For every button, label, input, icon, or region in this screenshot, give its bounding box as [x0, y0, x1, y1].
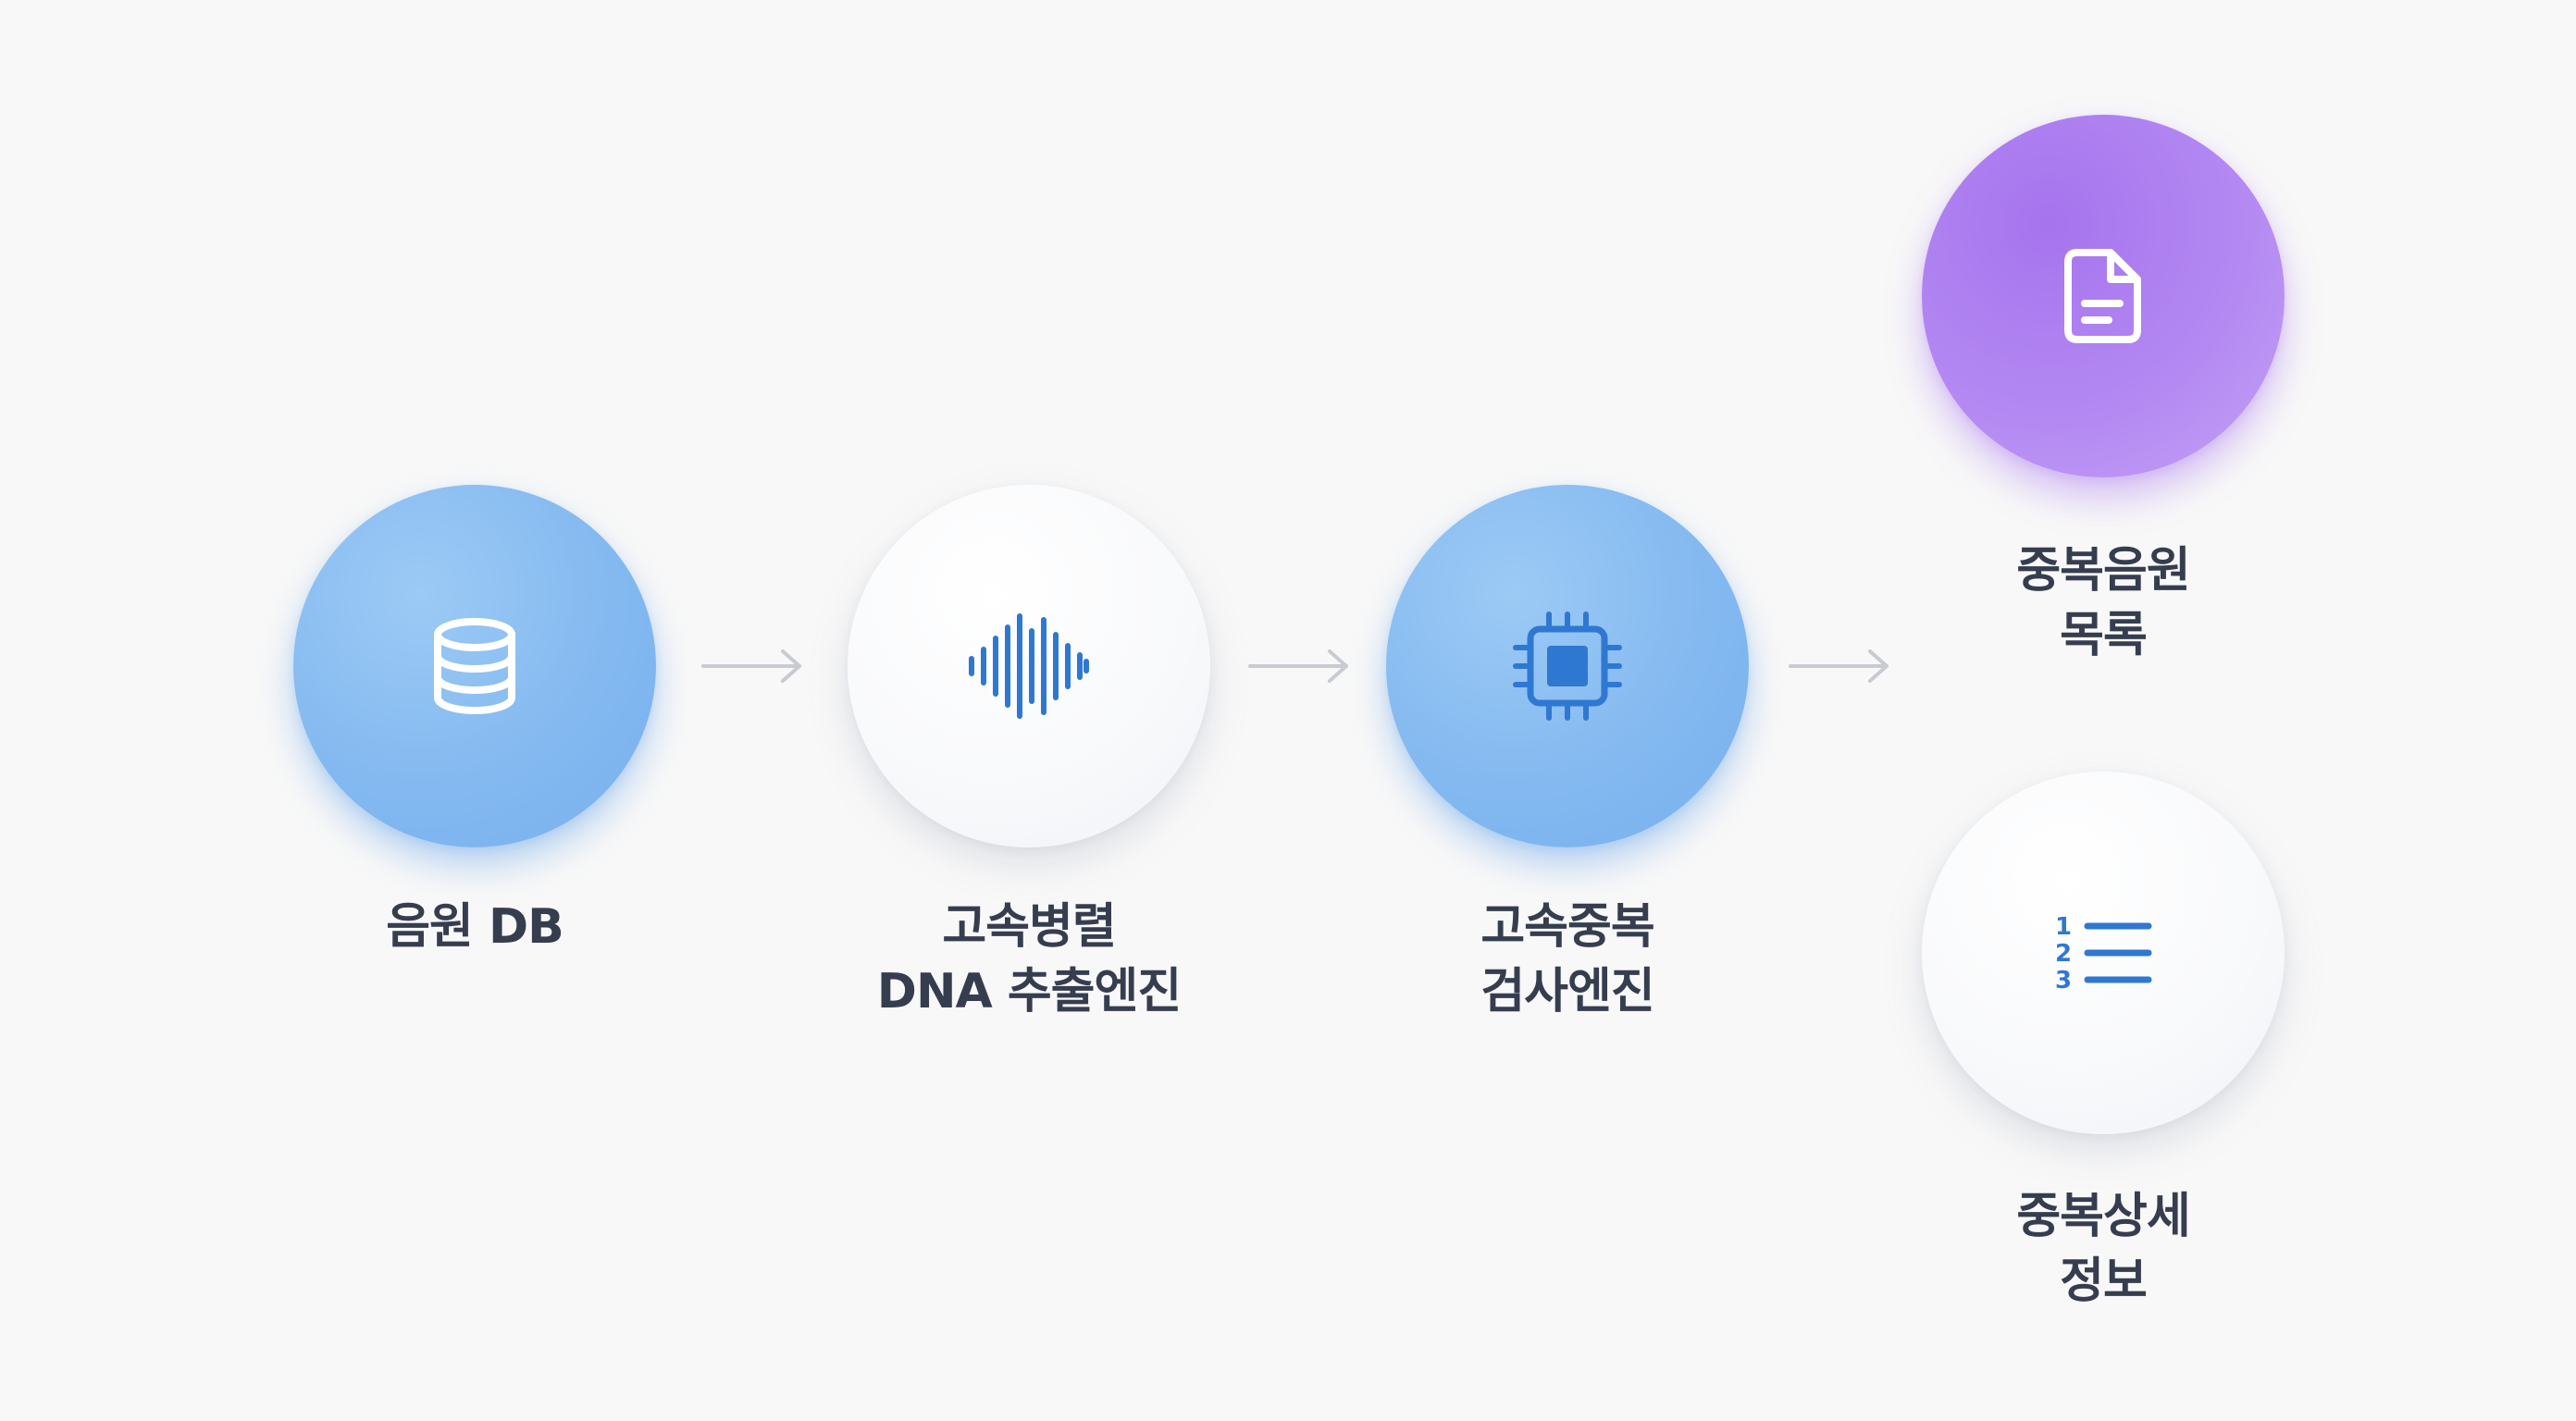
- node-duplicate-check-engine: [1386, 485, 1749, 847]
- label-duplicate-check-engine: 고속중복 검사엔진: [1308, 895, 1827, 1024]
- node-source-db: [293, 485, 656, 847]
- label-duplicate-list: 중복음원 목록: [1844, 538, 2362, 668]
- list-number: 2: [2055, 940, 2072, 968]
- list-number: 3: [2055, 967, 2072, 990]
- node-duplicate-details: 1 2 3: [1922, 772, 2285, 1134]
- label-line: 고속중복: [1480, 899, 1654, 955]
- label-line: 정보: [2060, 1254, 2148, 1309]
- label-source-db: 음원 DB: [216, 895, 734, 959]
- label-duplicate-details: 중복상세 정보: [1844, 1184, 2362, 1314]
- soundwave-icon: [968, 611, 1090, 722]
- flow-arrow: [701, 648, 805, 685]
- numbered-list-icon: 1 2 3: [2052, 916, 2154, 990]
- label-line: 고속병렬: [942, 899, 1116, 955]
- flow-arrow: [1789, 648, 1892, 685]
- label-dna-extraction-engine: 고속병렬 DNA 추출엔진: [770, 895, 1288, 1024]
- label-line: 중복음원: [2016, 543, 2190, 599]
- label-line: 검사엔진: [1480, 964, 1654, 1019]
- document-icon: [2064, 248, 2142, 344]
- label-line: 음원 DB: [386, 899, 564, 955]
- cpu-chip-icon: [1512, 611, 1623, 722]
- label-line: 중복상세: [2016, 1189, 2190, 1244]
- node-duplicate-list: [1922, 115, 2285, 477]
- database-icon: [430, 618, 519, 714]
- flow-arrow: [1248, 648, 1352, 685]
- label-line: 목록: [2060, 608, 2148, 663]
- list-number: 1: [2055, 916, 2072, 941]
- label-line: DNA 추출엔진: [876, 964, 1182, 1019]
- node-dna-extraction-engine: [848, 485, 1210, 847]
